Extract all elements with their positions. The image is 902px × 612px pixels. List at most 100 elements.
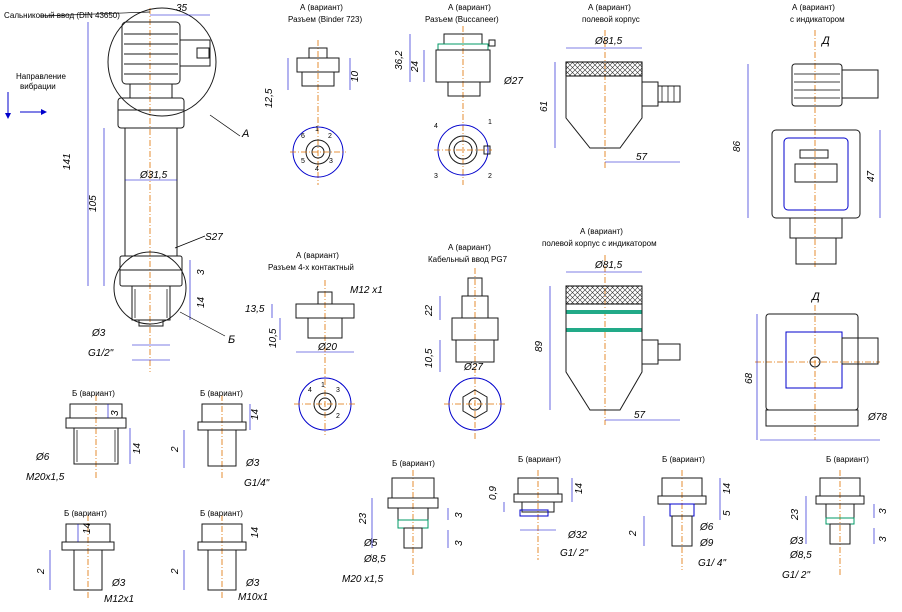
four-pin-pin-1: 1 — [321, 382, 325, 389]
dim-35: 35 — [176, 3, 188, 14]
b6-dim-d: Ø32 — [567, 530, 587, 541]
b8-dim-c: 3 — [878, 536, 889, 542]
four-pin-subtitle: Разъем 4-х контактный — [268, 263, 354, 272]
b5-thread: M20 x1,5 — [342, 574, 384, 585]
b3-dim-a: 14 — [82, 522, 93, 534]
b1-thread: M20x1,5 — [26, 472, 65, 483]
bucconeer-pin-3: 3 — [434, 173, 438, 180]
b7-thread: G1/ 4" — [698, 558, 726, 569]
pg7-dim-10-5: 10,5 — [424, 348, 435, 368]
four-pin-pin-4: 4 — [308, 387, 312, 394]
four-pin-dim-10-5: 10,5 — [268, 328, 279, 348]
b7-dim-b: 5 — [722, 510, 733, 516]
field-indicator-dim-89: 89 — [534, 340, 545, 352]
bucconeer-pin-4: 4 — [434, 123, 438, 130]
callout-b: Б — [228, 334, 235, 346]
b2-dim-a: 14 — [250, 408, 261, 420]
b8-thread: G1/ 2" — [782, 570, 810, 581]
bucconeer-pin-1: 1 — [488, 119, 492, 126]
main-sensor-view — [5, 7, 241, 372]
pg7-dim-22: 22 — [424, 304, 435, 317]
bucconeer-pin-2: 2 — [488, 173, 492, 180]
pg7-dim-d: Ø27 — [463, 362, 483, 373]
b1-dim-b: 14 — [132, 442, 143, 454]
b4-dim-a: 14 — [250, 526, 261, 538]
view-d-dim-d: Ø78 — [867, 412, 887, 423]
dim-141: 141 — [62, 153, 73, 170]
field-subtitle: полевой корпус — [582, 15, 640, 24]
field-dim-57: 57 — [636, 152, 648, 163]
b-variant-5 — [371, 470, 449, 575]
b-variant-3 — [49, 515, 115, 600]
b-variant-6 — [503, 470, 573, 560]
b2-title: Б (вариант) — [200, 389, 243, 398]
bucconeer-view — [409, 26, 496, 185]
four-pin-dim-13-5: 13,5 — [245, 304, 265, 315]
b6-title: Б (вариант) — [518, 455, 561, 464]
b2-dim-b: 2 — [170, 446, 181, 453]
binder-pin-2: 2 — [328, 133, 332, 140]
b-variant-4 — [183, 515, 247, 600]
b3-dim-d: Ø3 — [111, 578, 126, 589]
field-title: А (вариант) — [588, 3, 631, 12]
b6-dim-b: 0,9 — [488, 486, 499, 500]
dim-105: 105 — [88, 195, 99, 212]
four-pin-view — [271, 280, 356, 435]
b5-dim-a: 23 — [358, 512, 369, 525]
b5-dim-d: Ø5 — [363, 538, 378, 549]
b5-title: Б (вариант) — [392, 459, 435, 468]
b6-thread: G1/ 2" — [560, 548, 588, 559]
b1-dim-a: 3 — [110, 410, 121, 416]
field-indicator-dim-d: Ø81,5 — [594, 260, 623, 271]
b3-dim-b: 2 — [36, 568, 47, 575]
pg7-subtitle: Кабельный ввод PG7 — [428, 255, 508, 264]
field-dim-d: Ø81,5 — [594, 36, 623, 47]
four-pin-pin-2: 2 — [336, 413, 340, 420]
b3-title: Б (вариант) — [64, 509, 107, 518]
indicator-view — [747, 30, 881, 268]
b4-dim-d: Ø3 — [245, 578, 260, 589]
b5-dim-c: 3 — [454, 540, 465, 546]
binder-view — [287, 40, 351, 185]
binder-pin-5: 5 — [301, 158, 305, 165]
field-housing-view — [554, 30, 681, 170]
b7-dim-d: Ø6 — [699, 522, 714, 533]
bucconeer-title: А (вариант) — [448, 3, 491, 12]
bucconeer-subtitle: Разъем (Buccaneer) — [425, 15, 499, 24]
b7-dim-a: 14 — [722, 482, 733, 494]
b6-dim-a: 14 — [574, 482, 585, 494]
binder-dim-10: 10 — [350, 70, 361, 82]
binder-pin-1: 1 — [315, 126, 319, 133]
bucconeer-dim-d: Ø27 — [503, 76, 523, 87]
b7-dim-e: Ø9 — [699, 538, 714, 549]
field-indicator-dim-57: 57 — [634, 410, 646, 421]
indicator-dim-47: 47 — [866, 170, 877, 182]
b-variant-8 — [805, 470, 875, 575]
b4-title: Б (вариант) — [200, 509, 243, 518]
b-variant-2 — [183, 395, 251, 480]
b2-thread: G1/4" — [244, 478, 270, 489]
binder-title: А (вариант) — [300, 3, 343, 12]
field-indicator-title: А (вариант) — [580, 227, 623, 236]
b2-dim-d: Ø3 — [245, 458, 260, 469]
vibration-label-2: вибрации — [20, 82, 56, 91]
view-d — [755, 305, 880, 441]
dim-14: 14 — [196, 296, 207, 308]
indicator-dim-86: 86 — [732, 140, 743, 152]
b4-thread: M10x1 — [238, 592, 268, 603]
binder-pin-6: 6 — [301, 133, 305, 140]
b8-dim-b: 3 — [878, 508, 889, 514]
b8-dim-a: 23 — [790, 508, 801, 521]
indicator-subtitle: с индикатором — [790, 15, 845, 24]
thread-label: G1/2" — [88, 348, 114, 359]
view-d-dim-68: 68 — [744, 372, 755, 384]
four-pin-title: А (вариант) — [296, 251, 339, 260]
field-indicator-subtitle: полевой корпус с индикатором — [542, 239, 657, 248]
dim-d3: Ø3 — [91, 328, 106, 339]
dim-3: 3 — [196, 269, 207, 275]
b7-title: Б (вариант) — [662, 455, 705, 464]
b8-title: Б (вариант) — [826, 455, 869, 464]
dim-s27: S27 — [205, 232, 223, 243]
b5-dim-e: Ø8,5 — [363, 554, 386, 565]
dim-diameter-main: Ø31,5 — [139, 170, 168, 181]
